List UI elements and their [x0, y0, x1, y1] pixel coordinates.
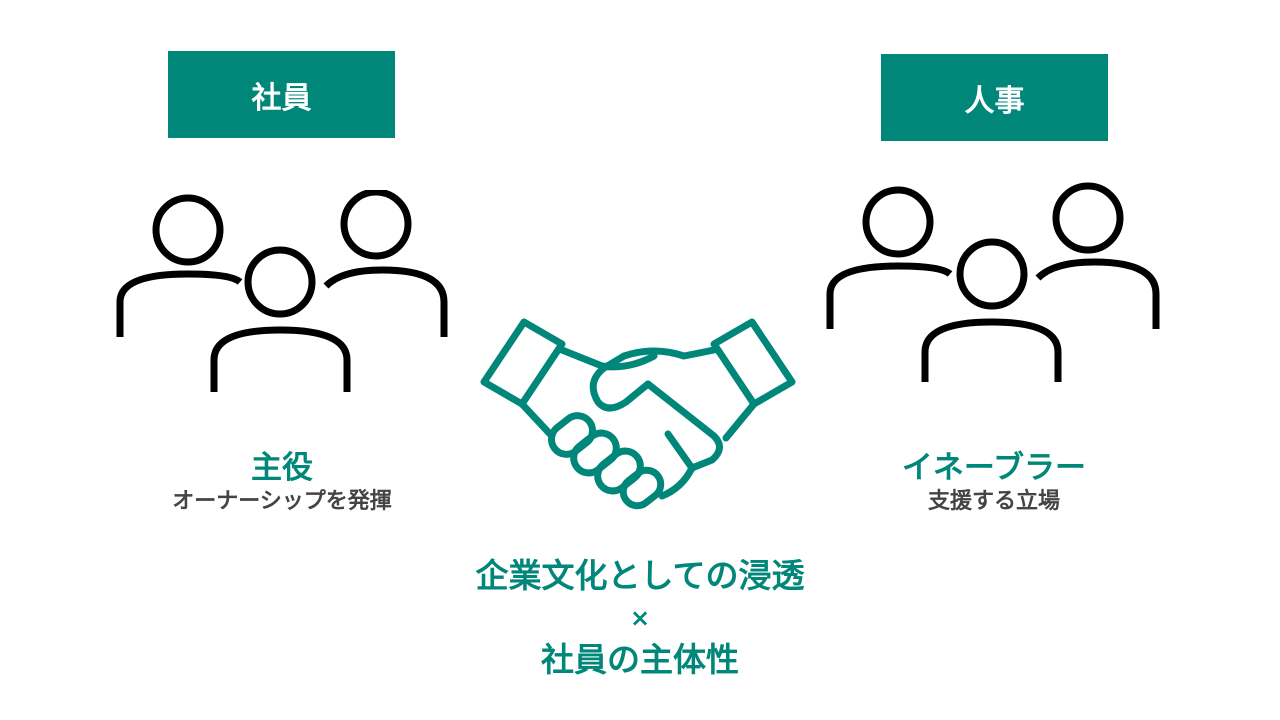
employee-label-box: 社員	[168, 51, 395, 138]
employee-role-subtitle: オーナーシップを発揮	[172, 489, 392, 514]
people-group-icon	[826, 182, 1160, 382]
employee-role-title: 主役	[251, 450, 313, 486]
hr-label-box: 人事	[881, 54, 1108, 141]
center-caption: 企業文化としての浸透 × 社員の主体性	[340, 553, 940, 683]
hr-label: 人事	[964, 83, 1025, 119]
people-group-icon	[116, 190, 448, 392]
employee-role: 主役 オーナーシップを発揮	[112, 448, 452, 516]
times-symbol: ×	[629, 604, 651, 632]
employee-label: 社員	[251, 80, 312, 116]
hr-role: イネーブラー 支援する立場	[824, 448, 1164, 516]
employee-initiative-text: 社員の主体性	[541, 640, 739, 679]
hr-role-title: イネーブラー	[901, 450, 1087, 486]
handshake-icon	[480, 318, 796, 510]
culture-penetration-text: 企業文化としての浸透	[475, 556, 805, 595]
hr-role-subtitle: 支援する立場	[927, 489, 1060, 514]
